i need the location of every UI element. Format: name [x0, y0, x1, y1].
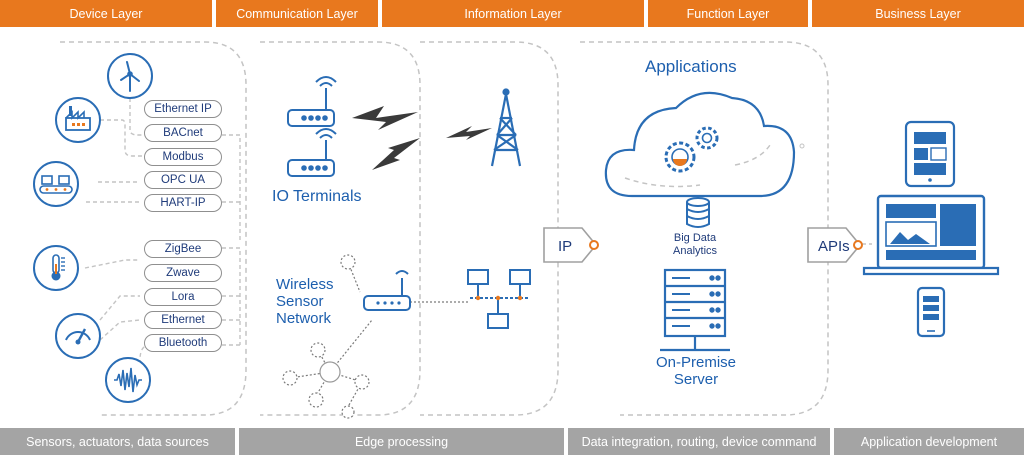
on-premise-server-label: On-Premise Server [656, 354, 737, 388]
footer-edge-processing: Edge processing [239, 428, 564, 455]
header-business-layer: Business Layer [812, 0, 1024, 27]
big-data-analytics-label: Big Data Analytics [673, 232, 718, 257]
phone-icon [916, 286, 946, 338]
wireless-sensor-network-label: Wireless Sensor Network [276, 276, 334, 327]
wind-turbine-icon [107, 53, 153, 99]
lightning-icon [352, 106, 492, 170]
gears-icon [664, 126, 805, 173]
laptop-icon [862, 194, 1000, 276]
protocol-pill-zigbee: ZigBee [144, 240, 222, 258]
footer-application-development: Application development [834, 428, 1024, 455]
cell-tower-icon [490, 88, 522, 167]
footer-data-integration: Data integration, routing, device comman… [568, 428, 830, 455]
server-icon [660, 268, 730, 352]
header-device-layer: Device Layer [0, 0, 212, 27]
conveyor-icon [33, 161, 79, 207]
ip-label: IP [558, 238, 573, 255]
apis-tag-shape [807, 227, 863, 263]
database-icon [686, 197, 710, 228]
protocol-pill-ethernet: Ethernet [144, 311, 222, 329]
header-information-layer: Information Layer [382, 0, 644, 27]
tablet-icon [904, 120, 956, 188]
header-communication-layer: Communication Layer [216, 0, 378, 27]
footer-sensors-actuators: Sensors, actuators, data sources [0, 428, 235, 455]
cloud-icon [604, 91, 796, 198]
protocol-pill-zwave: Zwave [144, 264, 222, 282]
thermometer-icon [33, 245, 79, 291]
router-icon [287, 128, 337, 177]
ip-tag-shape [543, 227, 599, 263]
device-connectors [84, 98, 872, 378]
router-icon [287, 76, 337, 127]
io-terminals-label: IO Terminals [272, 188, 362, 205]
protocol-pill-ethernet-ip: Ethernet IP [144, 100, 222, 118]
header-function-layer: Function Layer [648, 0, 808, 27]
factory-icon [55, 97, 101, 143]
sensor-network-graph [282, 254, 470, 419]
apis-label: APIs [818, 238, 850, 255]
protocol-pill-modbus: Modbus [144, 148, 222, 166]
sound-wave-icon [105, 357, 151, 403]
protocol-pill-bluetooth: Bluetooth [144, 334, 222, 352]
protocol-pill-hart-ip: HART-IP [144, 194, 222, 212]
protocol-pill-lora: Lora [144, 288, 222, 306]
protocol-pill-opc-ua: OPC UA [144, 171, 222, 189]
gauge-icon [55, 313, 101, 359]
protocol-pill-bacnet: BACnet [144, 124, 222, 142]
network-computers-icon [467, 269, 531, 329]
applications-label: Applications [645, 57, 737, 76]
